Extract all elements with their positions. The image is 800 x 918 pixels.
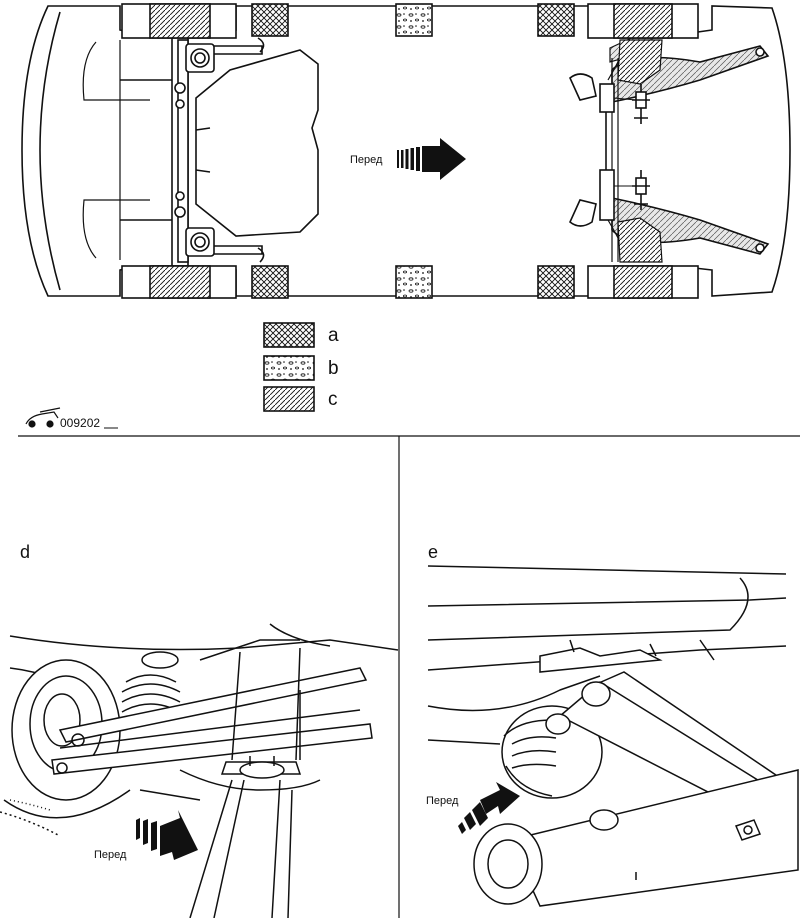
lift-point-a-rear-right (537, 265, 575, 299)
legend-swatch-c (263, 386, 315, 412)
lift-point-a-front-left (251, 3, 289, 37)
lift-point-a-front-right (251, 265, 289, 299)
panel-e-direction-label: Перед (426, 795, 459, 807)
panel-d-label: d (20, 542, 30, 562)
car-logo-icon (25, 407, 61, 428)
legend-label-c: c (328, 389, 338, 410)
legend-swatch-b (263, 355, 315, 381)
legend-swatch-a (263, 322, 315, 348)
lift-point-b-right (395, 265, 433, 299)
front-arrow-icon (397, 138, 466, 180)
panel-e-arrow-icon (458, 782, 520, 834)
lift-points (251, 3, 575, 299)
front-direction-label: Перед (350, 154, 383, 166)
legend (263, 322, 315, 412)
control-arm-upper (58, 667, 368, 743)
jack-arm (189, 779, 293, 918)
control-arm-lower (51, 723, 373, 775)
figure-code-text: 009202 (60, 416, 100, 430)
panel-d-illustration (0, 623, 399, 918)
jack-wheel (473, 823, 543, 905)
figure-code: 009202 (25, 407, 118, 430)
jack-lever-lower (591, 671, 799, 791)
legend-label-b: b (328, 358, 339, 379)
lift-point-a-rear-left (537, 3, 575, 37)
panel-e-label: e (428, 542, 438, 562)
legend-label-a: a (328, 325, 339, 346)
panel-e-illustration (427, 565, 799, 907)
lift-point-b-left (395, 3, 433, 37)
panel-d-direction-label: Перед (94, 849, 127, 861)
wheels (121, 3, 699, 299)
panel-d-arrow-icon (136, 810, 198, 860)
front-direction-indicator: Перед (350, 138, 466, 180)
oil-pan (195, 49, 319, 237)
